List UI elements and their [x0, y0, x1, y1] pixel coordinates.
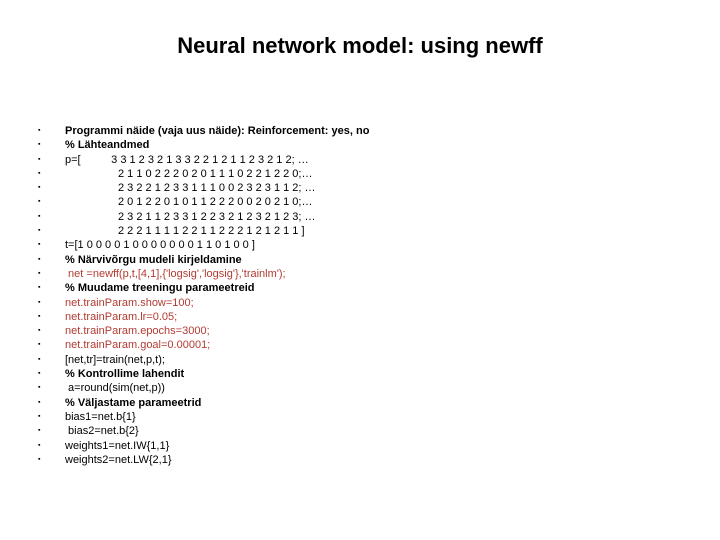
- line-text: 2 0 1 2 2 0 1 0 1 1 2 2 2 0 0 2 0 2 1 0;…: [118, 196, 313, 209]
- bullet-icon: ▪: [38, 370, 41, 378]
- line-text: 2 2 2 1 1 1 1 2 2 1 1 2 2 2 1 2 1 2 1 1 …: [118, 225, 305, 238]
- list-item: ▪ bias2=net.b{2}: [38, 424, 710, 438]
- list-item: ▪ net.trainParam.show=100;: [38, 296, 710, 310]
- list-item: ▪ net.trainParam.goal=0.00001;: [38, 338, 710, 352]
- bullet-icon: ▪: [38, 312, 41, 320]
- bullet-icon: ▪: [38, 141, 41, 149]
- line-text: % Muudame treeningu parameetreid: [65, 282, 255, 295]
- line-text: % Kontrollime lahendit: [65, 368, 185, 381]
- list-item: ▪ 2 3 2 2 1 2 3 3 1 1 1 0 0 2 3 2 3 1 1 2…: [38, 181, 710, 195]
- line-text: % Närvivõrgu mudeli kirjeldamine: [65, 253, 242, 266]
- line-text: net.trainParam.show=100;: [65, 296, 194, 309]
- line-text: 2 1 1 0 2 2 2 0 2 0 1 1 1 0 2 2 1 2 2 0;…: [118, 167, 313, 180]
- line-text: a=round(sim(net,p)): [65, 382, 165, 395]
- list-item: ▪ 2 1 1 0 2 2 2 0 2 0 1 1 1 0 2 2 1 2 2 0…: [38, 167, 710, 181]
- bullet-icon: ▪: [38, 398, 41, 406]
- list-item: ▪ weights2=net.LW{2,1}: [38, 453, 710, 467]
- list-item: ▪ % Väljastame parameetrid: [38, 396, 710, 410]
- list-item: ▪ p=[ 3 3 1 2 3 2 1 3 3 2 2 1 2 1 1 2 3 2…: [38, 153, 710, 167]
- line-text: net.trainParam.epochs=3000;: [65, 325, 210, 338]
- list-item: ▪ weights1=net.IW{1,1}: [38, 439, 710, 453]
- list-item: ▪ % Kontrollime lahendit: [38, 367, 710, 381]
- bullet-icon: ▪: [38, 212, 41, 220]
- line-text: p=[ 3 3 1 2 3 2 1 3 3 2 2 1 2 1 1 2 3 2 …: [65, 153, 309, 166]
- list-item: ▪ % Lähteandmed: [38, 138, 710, 152]
- bullet-icon: ▪: [38, 355, 41, 363]
- list-item: ▪ 2 0 1 2 2 0 1 0 1 1 2 2 2 0 0 2 0 2 1 0…: [38, 195, 710, 209]
- line-text: % Lähteandmed: [65, 139, 150, 152]
- list-item: ▪ % Muudame treeningu parameetreid: [38, 281, 710, 295]
- line-text: 2 3 2 2 1 2 3 3 1 1 1 0 0 2 3 2 3 1 1 2;…: [118, 182, 316, 195]
- bullet-icon: ▪: [38, 127, 41, 134]
- line-text: 2 3 2 1 1 2 3 3 1 2 2 3 2 1 2 3 2 1 2 3;…: [118, 210, 316, 223]
- bullet-icon: ▪: [38, 269, 41, 277]
- list-item: ▪ a=round(sim(net,p)): [38, 381, 710, 395]
- line-text: t=[1 0 0 0 0 1 0 0 0 0 0 0 0 1 1 0 1 0 0…: [65, 239, 255, 252]
- bullet-icon: ▪: [38, 198, 41, 206]
- line-text: weights2=net.LW{2,1}: [65, 453, 172, 466]
- line-text: weights1=net.IW{1,1}: [65, 439, 170, 452]
- list-item: ▪ net.trainParam.lr=0.05;: [38, 310, 710, 324]
- bullet-icon: ▪: [38, 255, 41, 263]
- bullet-icon: ▪: [38, 241, 41, 249]
- bullet-icon: ▪: [38, 284, 41, 292]
- list-item: ▪ 2 2 2 1 1 1 1 2 2 1 1 2 2 2 1 2 1 2 1 1…: [38, 224, 710, 238]
- list-item: ▪ % Närvivõrgu mudeli kirjeldamine: [38, 253, 710, 267]
- bullet-icon: ▪: [38, 184, 41, 192]
- list-item: ▪ Programmi näide (vaja uus näide): Reinf…: [38, 124, 710, 138]
- list-item: ▪ [net,tr]=train(net,p,t);: [38, 353, 710, 367]
- bullet-list: ▪ Programmi näide (vaja uus näide): Reinf…: [38, 124, 710, 467]
- bullet-icon: ▪: [38, 169, 41, 177]
- list-item: ▪ 2 3 2 1 1 2 3 3 1 2 2 3 2 1 2 3 2 1 2 3…: [38, 210, 710, 224]
- list-item: ▪ net =newff(p,t,[4,1],{'logsig','logsig…: [38, 267, 710, 281]
- bullet-icon: ▪: [38, 341, 41, 349]
- line-text: net =newff(p,t,[4,1],{'logsig','logsig'}…: [65, 267, 286, 280]
- list-item: ▪ net.trainParam.epochs=3000;: [38, 324, 710, 338]
- bullet-icon: ▪: [38, 427, 41, 435]
- line-text: net.trainParam.goal=0.00001;: [65, 339, 211, 352]
- slide-title: Neural network model: using newff: [177, 33, 543, 58]
- bullet-icon: ▪: [38, 298, 41, 306]
- line-text: bias1=net.b{1}: [65, 410, 136, 423]
- line-text: % Väljastame parameetrid: [65, 396, 202, 409]
- line-text: Programmi näide (vaja uus näide): Reinfo…: [65, 125, 370, 137]
- bullet-icon: ▪: [38, 455, 41, 463]
- list-item: ▪ bias1=net.b{1}: [38, 410, 710, 424]
- line-text: net.trainParam.lr=0.05;: [65, 310, 178, 323]
- bullet-icon: ▪: [38, 155, 41, 163]
- bullet-icon: ▪: [38, 227, 41, 235]
- line-text: bias2=net.b{2}: [65, 425, 139, 438]
- list-item: ▪ t=[1 0 0 0 0 1 0 0 0 0 0 0 0 1 1 0 1 0 …: [38, 238, 710, 252]
- line-text: [net,tr]=train(net,p,t);: [65, 353, 165, 366]
- bullet-icon: ▪: [38, 327, 41, 335]
- bullet-icon: ▪: [38, 441, 41, 449]
- bullet-icon: ▪: [38, 384, 41, 392]
- bullet-icon: ▪: [38, 412, 41, 420]
